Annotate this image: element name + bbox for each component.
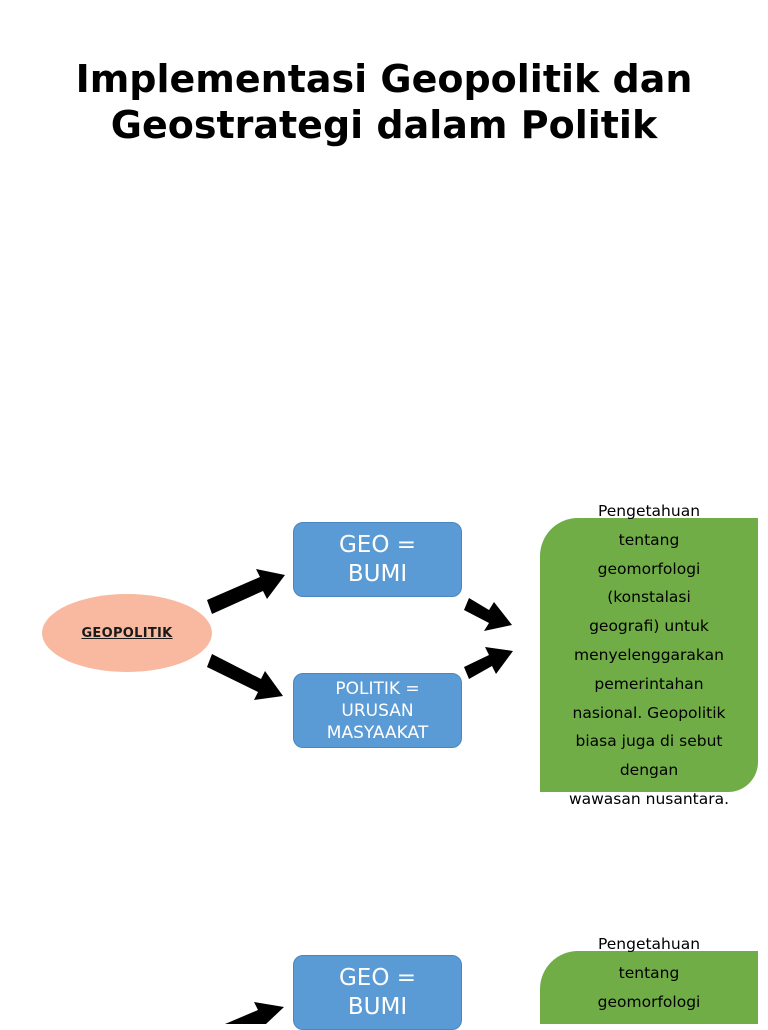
politik-box-line-2: URUSAN — [341, 700, 414, 721]
arrow-to-politik — [207, 654, 283, 700]
page-title: Implementasi Geopolitik dan Geostrategi … — [0, 56, 768, 148]
description-line: pemerintahan — [594, 674, 704, 693]
politik-box-line-3: MASYAAKAT — [326, 722, 429, 743]
geo-box-line-1: GEO = — [338, 531, 417, 558]
description-box-2 — [540, 951, 758, 1024]
description-text-2: Pengetahuan tentang geomorfologi — [540, 930, 758, 1016]
description-line: geomorfologi — [597, 992, 701, 1011]
geo-bumi-box-2: GEO = BUMI — [293, 955, 462, 1030]
description-line: dengan — [619, 761, 679, 780]
description-line: wawasan nusantara. — [568, 789, 730, 808]
title-line-2: Geostrategi dalam Politik — [110, 103, 658, 147]
politik-box: POLITIK = URUSAN MASYAAKAT — [293, 673, 462, 748]
arrow-to-geo-2 — [225, 1002, 284, 1024]
title-line-1: Implementasi Geopolitik dan — [75, 57, 693, 101]
arrow-politik-to-description — [464, 647, 513, 679]
geo-box-line-2: BUMI — [347, 993, 408, 1020]
description-line: (konstalasi — [607, 588, 691, 607]
arrow-to-geo — [207, 569, 285, 614]
description-line: menyelenggarakan — [574, 645, 724, 664]
description-line: nasional. Geopolitik — [572, 703, 726, 722]
geo-bumi-box: GEO = BUMI — [293, 522, 462, 597]
description-line: Pengetahuan — [597, 502, 701, 520]
description-line: geomorfologi — [597, 559, 701, 578]
description-line: geografi) untuk — [589, 617, 709, 636]
description-line: biasa juga di sebut — [575, 732, 723, 751]
geo-box-line-2: BUMI — [347, 560, 408, 587]
description-line: tentang — [618, 963, 680, 982]
geopolitik-node: GEOPOLITIK — [42, 594, 212, 672]
description-line: Pengetahuan — [597, 935, 701, 953]
description-box — [540, 518, 758, 792]
politik-box-line-1: POLITIK = — [335, 678, 420, 699]
description-line: tentang — [618, 530, 680, 549]
arrow-geo-to-description — [464, 598, 512, 631]
geo-box-line-1: GEO = — [338, 964, 417, 991]
description-text: Pengetahuan tentang geomorfologi (konsta… — [540, 497, 758, 814]
